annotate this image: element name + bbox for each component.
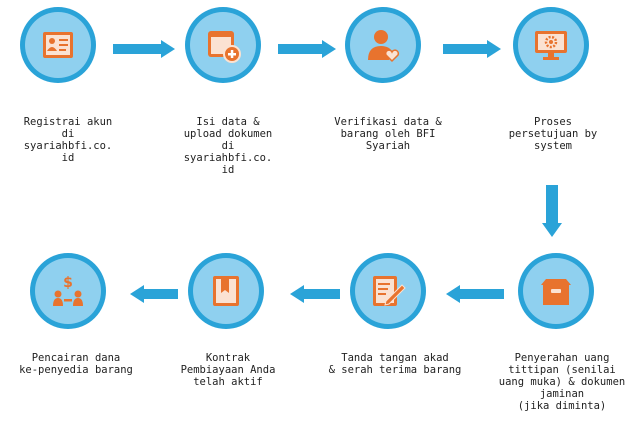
step-4-label: Proses persetujuan by system: [508, 116, 598, 152]
monitor-gear-icon: [535, 31, 567, 60]
step-2-label: Isi data & upload dokumen di syariahbfi.…: [183, 116, 273, 176]
step-6-label: Tanda tangan akad & serah terima barang: [328, 352, 462, 376]
svg-text:$: $: [63, 275, 73, 291]
step-7-label: Kontrak Pembiayaan Anda telah aktif: [180, 352, 276, 388]
step-6-circle: [350, 253, 426, 329]
arrow-3-to-4: [443, 40, 501, 58]
step-1-label: Registrai akun di syariahbfi.co. id: [23, 116, 113, 164]
id-card-icon: [43, 32, 73, 58]
arrow-1-to-2: [113, 40, 175, 58]
bookmark-book-icon: [213, 276, 239, 306]
box-icon: [541, 279, 571, 305]
step-3-circle: [345, 7, 421, 83]
arrow-6-to-7: [290, 285, 340, 303]
step-5-label: Penyerahan uang tittipan (senilai uang m…: [498, 352, 626, 412]
step-3-label: Verifikasi data & barang oleh BFI Syaria…: [334, 116, 442, 152]
step-7-circle: [188, 253, 264, 329]
step-1-circle: [20, 7, 96, 83]
step-5-circle: [518, 253, 594, 329]
arrow-4-to-5: [542, 185, 562, 237]
step-2-circle: [185, 7, 261, 83]
step-8-label: Pencairan dana ke-penyedia barang: [19, 352, 133, 376]
step-4-circle: [513, 7, 589, 83]
add-window-icon: [208, 31, 241, 63]
user-heart-icon: [368, 30, 400, 63]
step-8-circle: $: [30, 253, 106, 329]
arrow-2-to-3: [278, 40, 336, 58]
arrow-5-to-6: [446, 285, 504, 303]
arrow-7-to-8: [130, 285, 178, 303]
money-people-icon: $: [53, 275, 83, 306]
document-pen-icon: [373, 276, 406, 306]
